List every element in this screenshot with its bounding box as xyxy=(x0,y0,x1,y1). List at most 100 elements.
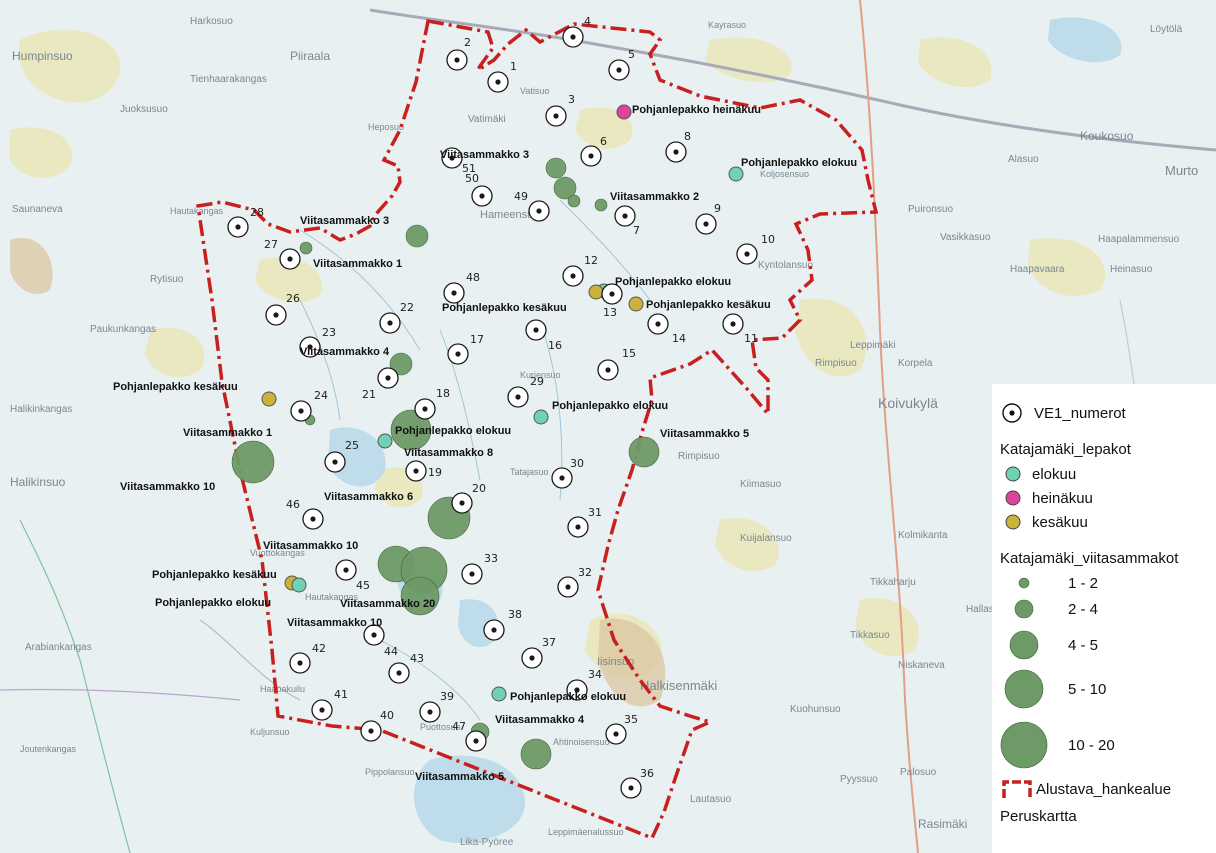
legend-bat-label: elokuu xyxy=(1032,465,1077,483)
ve1-point-number: 44 xyxy=(384,645,398,658)
ve1-point-dot xyxy=(730,321,736,327)
stream-line xyxy=(379,639,481,721)
ve1-point-number: 20 xyxy=(472,482,486,495)
ve1-point-dot xyxy=(473,738,479,744)
viitasammakko-site[interactable] xyxy=(553,176,577,200)
lepakko-site[interactable] xyxy=(588,284,604,300)
lepakko-site[interactable] xyxy=(533,409,549,425)
lepakko-site[interactable] xyxy=(261,391,277,407)
field-patch xyxy=(795,298,867,377)
legend-frogs-title: Katajamäki_viitasammakot xyxy=(1000,550,1179,567)
legend-boundary-label: Alustava_hankealue xyxy=(1036,780,1172,798)
viitasammakko-site[interactable] xyxy=(520,738,552,770)
ve1-point-number: 18 xyxy=(436,387,450,400)
lepakko-site[interactable] xyxy=(491,686,507,702)
ve1-point-dot xyxy=(319,707,325,713)
ve1-point-dot xyxy=(565,584,571,590)
lepakko-site[interactable] xyxy=(377,433,393,449)
lake xyxy=(1048,17,1122,63)
place-name-label: Haapakuilu xyxy=(260,684,305,694)
lepakko-label: Pohjanlepakko elokuu xyxy=(552,400,668,412)
legend-frog-4: 5 - 10 xyxy=(1000,668,1106,710)
lepakko-site[interactable] xyxy=(728,166,744,182)
legend-frog-label: 5 - 10 xyxy=(1068,680,1107,698)
legend-bat-label: kesäkuu xyxy=(1032,513,1088,531)
ve1-point-number: 6 xyxy=(600,135,607,148)
viitasammakko-label: Viitasammakko 20 xyxy=(340,598,435,610)
place-name-label: Tikkasuo xyxy=(850,630,890,641)
viitasammakko-label: Viitasammakko 3 xyxy=(300,215,389,227)
legend-item-boundary: Alustava_hankealue xyxy=(1000,778,1171,800)
place-name-label: Kuohunsuo xyxy=(790,704,841,715)
viitasammakko-label: Viitasammakko 5 xyxy=(660,428,749,440)
place-name-label: Murto xyxy=(1165,163,1198,178)
ve1-point-dot xyxy=(427,709,433,715)
ve1-point-number: 31 xyxy=(588,506,602,519)
ve1-point-number: 11 xyxy=(744,332,758,345)
place-name-label: Löytölä xyxy=(1150,24,1183,35)
ve1-point-dot xyxy=(491,627,497,633)
field-patch xyxy=(705,37,792,83)
viitasammakko-site[interactable] xyxy=(231,440,275,484)
ve1-point-dot xyxy=(422,406,428,412)
place-name-label: Puottosuo xyxy=(420,722,461,732)
lepakko-site[interactable] xyxy=(628,296,644,312)
viitasammakko-site[interactable] xyxy=(628,436,660,468)
ve1-point-dot xyxy=(575,524,581,530)
viitasammakko-site[interactable] xyxy=(390,409,432,451)
lepakko-site[interactable] xyxy=(291,577,307,593)
lepakko-site[interactable] xyxy=(616,104,632,120)
stream-line xyxy=(299,299,341,421)
ve1-point-dot xyxy=(673,149,679,155)
ve1-point-dot xyxy=(371,632,377,638)
lepakko-label: Pohjanlepakko heinäkuu xyxy=(632,104,761,116)
legend-item-points: VE1_numerot xyxy=(1000,402,1126,424)
ve1-point-number: 40 xyxy=(380,709,394,722)
ve1-point-dot xyxy=(570,273,576,279)
ve1-point-dot xyxy=(609,291,615,297)
dashed-boundary-icon xyxy=(1002,780,1032,798)
place-name-label: Rytisuo xyxy=(150,274,184,285)
legend-bat-heinakuu: heinäkuu xyxy=(1000,488,1093,508)
ve1-point-number: 12 xyxy=(584,254,598,267)
place-name-label: Pippolansuo xyxy=(365,767,415,777)
viitasammakko-site[interactable] xyxy=(389,352,413,376)
viitasammakko-site[interactable] xyxy=(299,241,313,255)
ve1-point-dot xyxy=(616,67,622,73)
place-name-label: Koivukylä xyxy=(878,395,938,411)
ve1-point-dot xyxy=(387,320,393,326)
place-name-label: Joutenkangas xyxy=(20,744,77,754)
viitasammakko-label: Viitasammakko 10 xyxy=(120,481,215,493)
ve1-point-number: 27 xyxy=(264,238,278,251)
viitasammakko-site[interactable] xyxy=(405,224,429,248)
ve1-point-number: 16 xyxy=(548,339,562,352)
legend-bats-title: Katajamäki_lepakot xyxy=(1000,441,1131,458)
circle-icon xyxy=(1005,466,1021,482)
legend-points-title: VE1_numerot xyxy=(1034,404,1126,422)
map-legend: VE1_numerot Katajamäki_lepakot elokuu he… xyxy=(992,384,1216,853)
place-name-label: Puironsuo xyxy=(908,204,953,215)
ve1-point-number: 2 xyxy=(464,36,471,49)
viitasammakko-label: Viitasammakko 1 xyxy=(313,258,402,270)
viitasammakko-label: Viitasammakko 10 xyxy=(263,540,358,552)
ve1-point-dot xyxy=(703,221,709,227)
ve1-point-dot xyxy=(287,256,293,262)
viitasammakko-site[interactable] xyxy=(545,157,567,179)
ve1-point-number: 39 xyxy=(440,690,454,703)
viitasammakko-site[interactable] xyxy=(567,194,581,208)
ve1-point-dot xyxy=(235,224,241,230)
field-patch xyxy=(10,127,72,178)
place-name-label: Koljosensuo xyxy=(760,169,809,179)
place-name-label: Haapavaara xyxy=(1010,264,1065,275)
ve1-point-dot xyxy=(310,516,316,522)
place-name-label: Tienhaarakangas xyxy=(190,74,267,85)
ve1-point-dot xyxy=(529,655,535,661)
place-name-label: Hautakangas xyxy=(170,206,224,216)
ve1-point-dot xyxy=(455,351,461,357)
viitasammakko-site[interactable] xyxy=(400,576,440,616)
ve1-point-dot xyxy=(515,394,521,400)
field-patch xyxy=(575,107,633,149)
viitasammakko-site[interactable] xyxy=(594,198,608,212)
